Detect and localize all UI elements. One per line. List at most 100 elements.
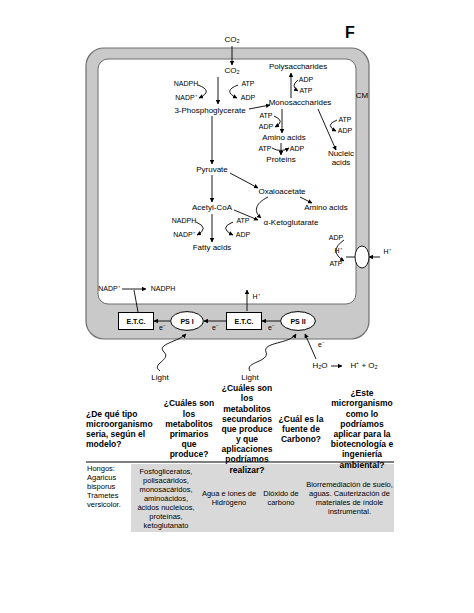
pathway-arrow [281, 143, 282, 155]
metabolite-label: Polysaccharides [269, 63, 327, 72]
figure-letter: F [345, 24, 355, 42]
metabolite-label: Nucleic acids [326, 150, 356, 168]
metabolite-label: ADP [338, 127, 352, 135]
electron-flow-arrow [262, 321, 280, 322]
pathway-arrow [291, 73, 292, 98]
pathway-arrow [249, 105, 270, 109]
proton-arrow [247, 290, 248, 311]
box-outline [119, 313, 154, 330]
oval-outline [281, 312, 316, 331]
pathway-arrow [318, 109, 336, 150]
metabolite-label: Fatty acids [193, 244, 232, 253]
metabolite-label: Amino acids [304, 204, 348, 213]
metabolite-label: ADP [329, 234, 343, 242]
metabolite-label: 3-Phosphoglycerate [174, 107, 245, 116]
light-wave [249, 334, 296, 371]
oval-outline [171, 312, 204, 331]
cofactor-curve [274, 116, 280, 127]
metabolite-label: ADP [241, 94, 255, 102]
metabolite-label: ATP [329, 260, 342, 268]
metabolite-label: α-Ketoglutarate [264, 219, 319, 228]
co2-uptake-arrow [232, 46, 233, 65]
metabolite-label: ADP [236, 231, 250, 239]
metabolite-label: NADP⁺ [173, 231, 194, 239]
cell-membrane [86, 48, 369, 339]
atp-synthase [355, 246, 369, 268]
transport-box: E.T.C. [226, 312, 262, 330]
pathway-arrow [282, 109, 283, 133]
pathway-arrow [230, 173, 258, 188]
node-label: E.T.C. [234, 318, 253, 325]
node-label: PS II [290, 318, 305, 325]
table-header: ¿Cuál es la fuente de Carbono? [278, 396, 324, 462]
table-header: ¿De qué tipo microorganismo seria, según… [86, 396, 160, 462]
table-header: ¿Este microrganismo como lo podríamos ap… [326, 396, 398, 462]
metabolite-label: ATP [299, 87, 312, 95]
table-cell: Hongos: Agaricus bisporus Trametes versi… [87, 464, 130, 532]
metabolite-label: Light [151, 374, 168, 383]
light-wave [157, 334, 186, 371]
proton-arrow [369, 257, 380, 258]
cofactor-curve [230, 85, 238, 98]
cofactor-curve [198, 85, 206, 98]
table-cell: Fosfogliceratos, polisacáridos, monosacá… [133, 464, 199, 532]
node-label: E.T.C. [126, 318, 145, 325]
table-cell: Dióxido de carbono [259, 464, 303, 532]
metabolite-label: H⁺ + O₂ [350, 362, 377, 371]
cofactor-curve [226, 222, 234, 235]
metabolite-label: ATP [338, 116, 351, 124]
metabolite-label: CM [356, 92, 368, 101]
edge-label: e⁻ [268, 323, 274, 332]
electron-flow-arrow [154, 321, 170, 322]
nadph-arrow [122, 289, 146, 290]
metabolite-label: ATP [241, 80, 254, 88]
metabolite-label: NADPH [172, 217, 197, 225]
metabolite-label: NADP⁺ [98, 285, 119, 293]
fixation-arrow [218, 77, 219, 104]
electron-wire [134, 290, 138, 312]
cofactor-curve [272, 148, 289, 151]
metabolite-label: ATP [236, 217, 249, 225]
cycle-arrow [256, 197, 268, 218]
metabolite-label: CO₂ [224, 67, 239, 76]
metabolite-label: e⁻ [318, 341, 324, 349]
table-header: ¿Cuáles son los metabolitos secundarios … [218, 396, 276, 462]
metabolite-label: CO₂ [224, 36, 239, 45]
metabolite-label: ATP [259, 112, 272, 120]
metabolite-label: Proteins [266, 156, 295, 165]
metabolite-label: ADP [299, 76, 313, 84]
water-split-arrow [305, 334, 316, 359]
metabolite-label: Monosaccharides [269, 99, 332, 108]
metabolite-label: Amino acids [262, 134, 306, 143]
metabolite-label: H⁺ [334, 247, 341, 255]
metabolite-label: ATP [258, 145, 271, 153]
metabolite-label: NADPH [174, 80, 199, 88]
metabolite-label: ADP [259, 123, 273, 131]
transport-box: E.T.C. [118, 312, 154, 330]
metabolite-label: NADPH [151, 285, 176, 293]
pathway-arrow [300, 197, 312, 203]
edge-label: e⁻ [159, 323, 165, 332]
metabolite-label: ADP [290, 145, 304, 153]
cytoplasm [98, 59, 356, 304]
synthase-channel [346, 257, 355, 258]
metabolite-label: H⁺ [252, 293, 259, 301]
photosystem-oval: PS I [170, 311, 204, 331]
cofactor-curve [294, 80, 298, 91]
oxygen-arrow [331, 366, 342, 367]
metabolite-label: Oxaloacetate [258, 188, 305, 197]
metabolite-label: Light [241, 374, 258, 383]
metabolite-label: H⁺ [383, 248, 390, 256]
pathway-arrow [212, 214, 213, 242]
table-shading [131, 464, 394, 532]
metabolite-label: H₂O [312, 362, 327, 371]
pathway-arrow [212, 175, 213, 202]
cofactor-curve [330, 120, 337, 131]
cofactor-curve [196, 222, 203, 235]
metabolite-label: Acetyl-CoA [192, 204, 232, 213]
table-cell: Agua e iones de Hidrógeno [201, 464, 257, 532]
node-label: PS I [180, 318, 193, 325]
